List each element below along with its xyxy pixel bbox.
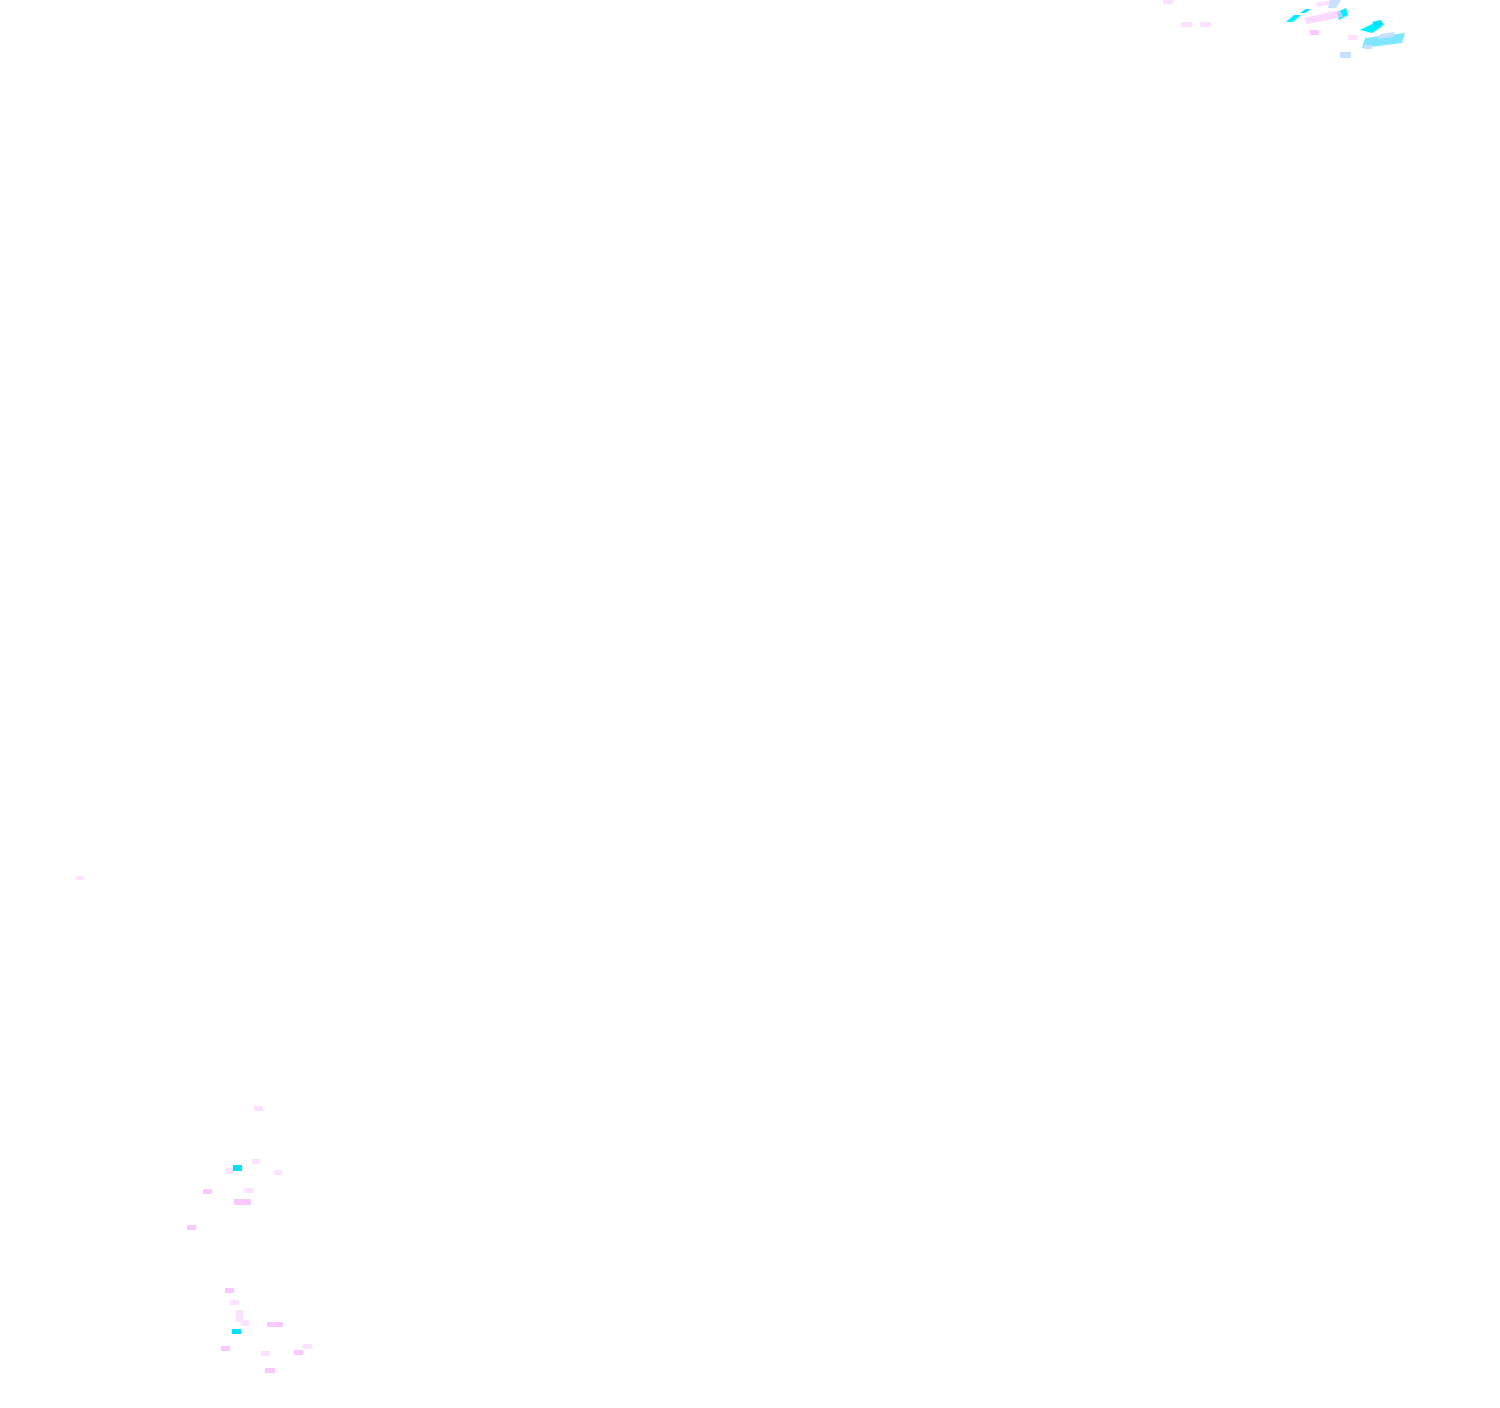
speckle-left <box>76 876 84 880</box>
speckle-cluster-top-right <box>1163 0 1405 58</box>
speckle-cluster-lower-left-upper <box>187 1106 282 1230</box>
speckle-cluster-lower-left-lower <box>221 1288 312 1373</box>
